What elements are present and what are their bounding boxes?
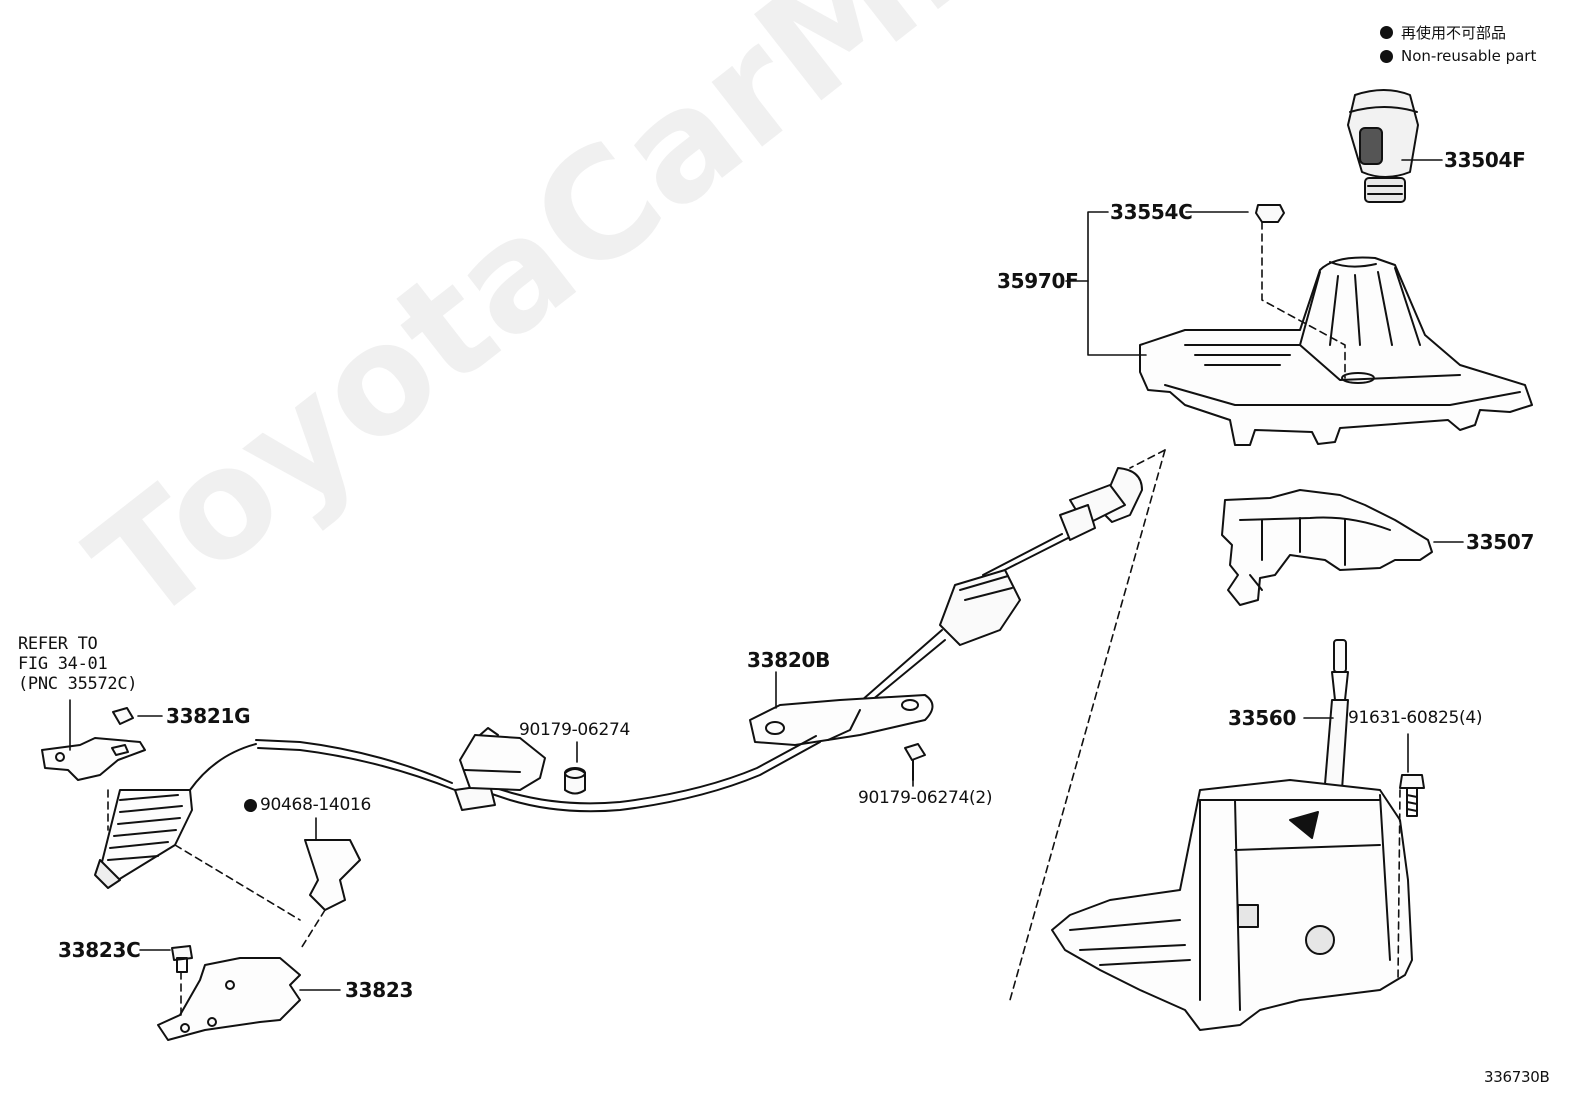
part-label-90468-text: 90468-14016 bbox=[260, 795, 371, 815]
cable-bracket-33823-icon bbox=[157, 957, 301, 1041]
shift-lever-assembly-icon bbox=[1051, 639, 1413, 1031]
filled-dot-icon bbox=[1380, 49, 1393, 63]
indicator-housing-icon bbox=[1221, 489, 1433, 606]
part-label-33823C: 33823C bbox=[58, 938, 141, 962]
part-label-91631-60825: 91631-60825(4) bbox=[1348, 708, 1483, 728]
part-label-33821G: 33821G bbox=[166, 704, 251, 728]
clip-90468-icon bbox=[304, 839, 361, 911]
legend-text-jp: 再使用不可部品 bbox=[1401, 24, 1507, 42]
filled-dot-icon bbox=[244, 798, 257, 812]
legend-text-en: Non-reusable part bbox=[1401, 47, 1537, 65]
nut-90179-icon bbox=[564, 767, 586, 795]
shift-knob-icon bbox=[1347, 89, 1419, 203]
legend-item-nonreusable-en: Non-reusable part bbox=[1380, 47, 1536, 65]
nut-33821G-icon bbox=[112, 707, 134, 725]
cable-end-bracket-icon bbox=[41, 737, 146, 781]
bolt-91631-icon bbox=[1399, 774, 1425, 817]
legend-item-nonreusable-jp: 再使用不可部品 bbox=[1380, 22, 1506, 43]
part-label-90179-06274-x2: 90179-06274(2) bbox=[858, 788, 993, 808]
filled-dot-icon bbox=[1380, 26, 1393, 39]
shift-console-panel-icon bbox=[1139, 256, 1533, 446]
part-label-33504F: 33504F bbox=[1444, 148, 1526, 172]
cable-bracket-icon bbox=[459, 727, 546, 791]
refer-note-line-2: FIG 34-01 bbox=[18, 654, 108, 674]
refer-note-line-3: (PNC 35572C) bbox=[18, 674, 138, 694]
refer-note: REFER TO FIG 34-01 (PNC 35572C) bbox=[18, 634, 138, 694]
part-label-33823: 33823 bbox=[345, 978, 414, 1002]
part-label-33507: 33507 bbox=[1466, 530, 1535, 554]
part-label-33820B: 33820B bbox=[747, 648, 831, 672]
part-label-90179-06274: 90179-06274 bbox=[519, 720, 630, 740]
part-label-35970F: 35970F bbox=[997, 269, 1079, 293]
plug-clip-icon bbox=[1255, 204, 1285, 223]
part-label-33554C: 33554C bbox=[1110, 200, 1193, 224]
nut-90179-x2-icon bbox=[904, 743, 926, 781]
part-label-90468-14016: 90468-14016 bbox=[244, 795, 371, 815]
figure-code: 336730B bbox=[1484, 1068, 1550, 1086]
shift-cable-icon bbox=[94, 467, 1143, 889]
bolt-33823C-icon bbox=[171, 945, 193, 973]
part-label-33560: 33560 bbox=[1228, 706, 1297, 730]
refer-note-line-1: REFER TO bbox=[18, 634, 98, 654]
